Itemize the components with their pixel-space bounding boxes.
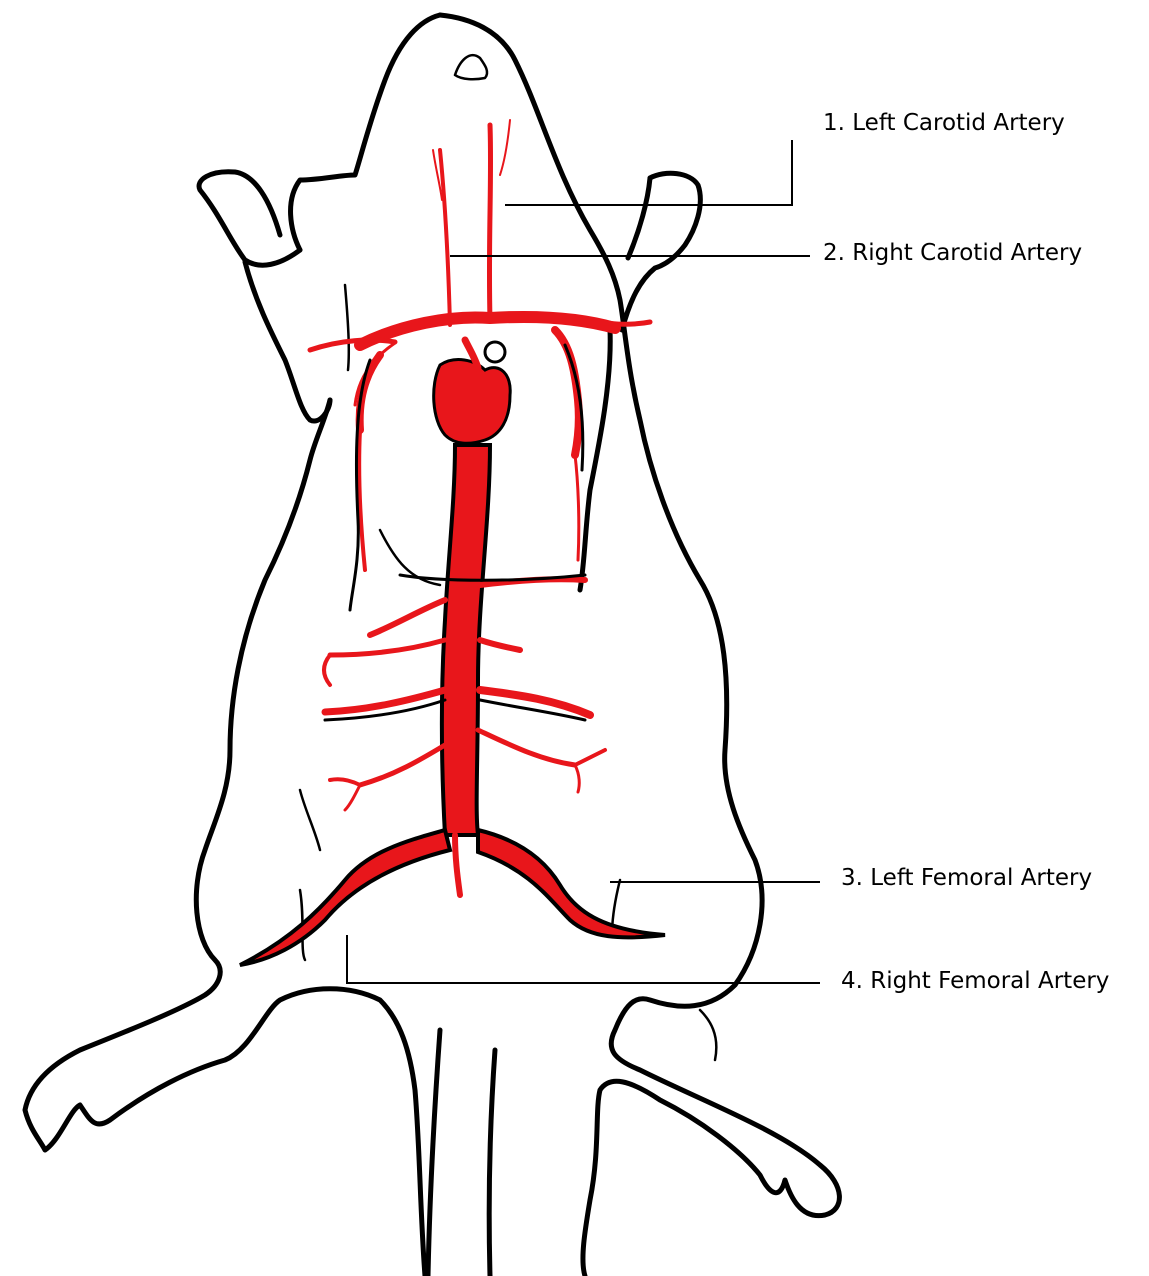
left-forelimb — [199, 172, 300, 265]
label-right-carotid: 2. Right Carotid Artery — [823, 240, 1082, 266]
labels: 1. Left Carotid Artery 2. Right Carotid … — [823, 110, 1109, 994]
heart — [434, 360, 511, 444]
right-forelimb — [622, 173, 700, 330]
aortic-arch — [360, 317, 615, 345]
label-right-femoral: 4. Right Femoral Artery — [841, 968, 1109, 994]
left-branch-1 — [370, 600, 445, 635]
body-outline-left-lower — [25, 400, 425, 1276]
left-forelimb-lower — [245, 262, 330, 421]
right-femoral-artery — [240, 830, 450, 965]
tail-right — [489, 1050, 495, 1276]
body-outline-left — [291, 15, 440, 250]
tail-left — [428, 1030, 440, 1276]
left-femoral-artery — [478, 830, 665, 937]
label-left-femoral: 3. Left Femoral Artery — [841, 865, 1092, 891]
left-carotid-artery — [489, 125, 490, 320]
right-forelimb-upper — [628, 178, 650, 258]
right-carotid-artery — [440, 150, 450, 325]
nose-mark — [455, 55, 487, 79]
label-left-carotid: 1. Left Carotid Artery — [823, 110, 1065, 136]
